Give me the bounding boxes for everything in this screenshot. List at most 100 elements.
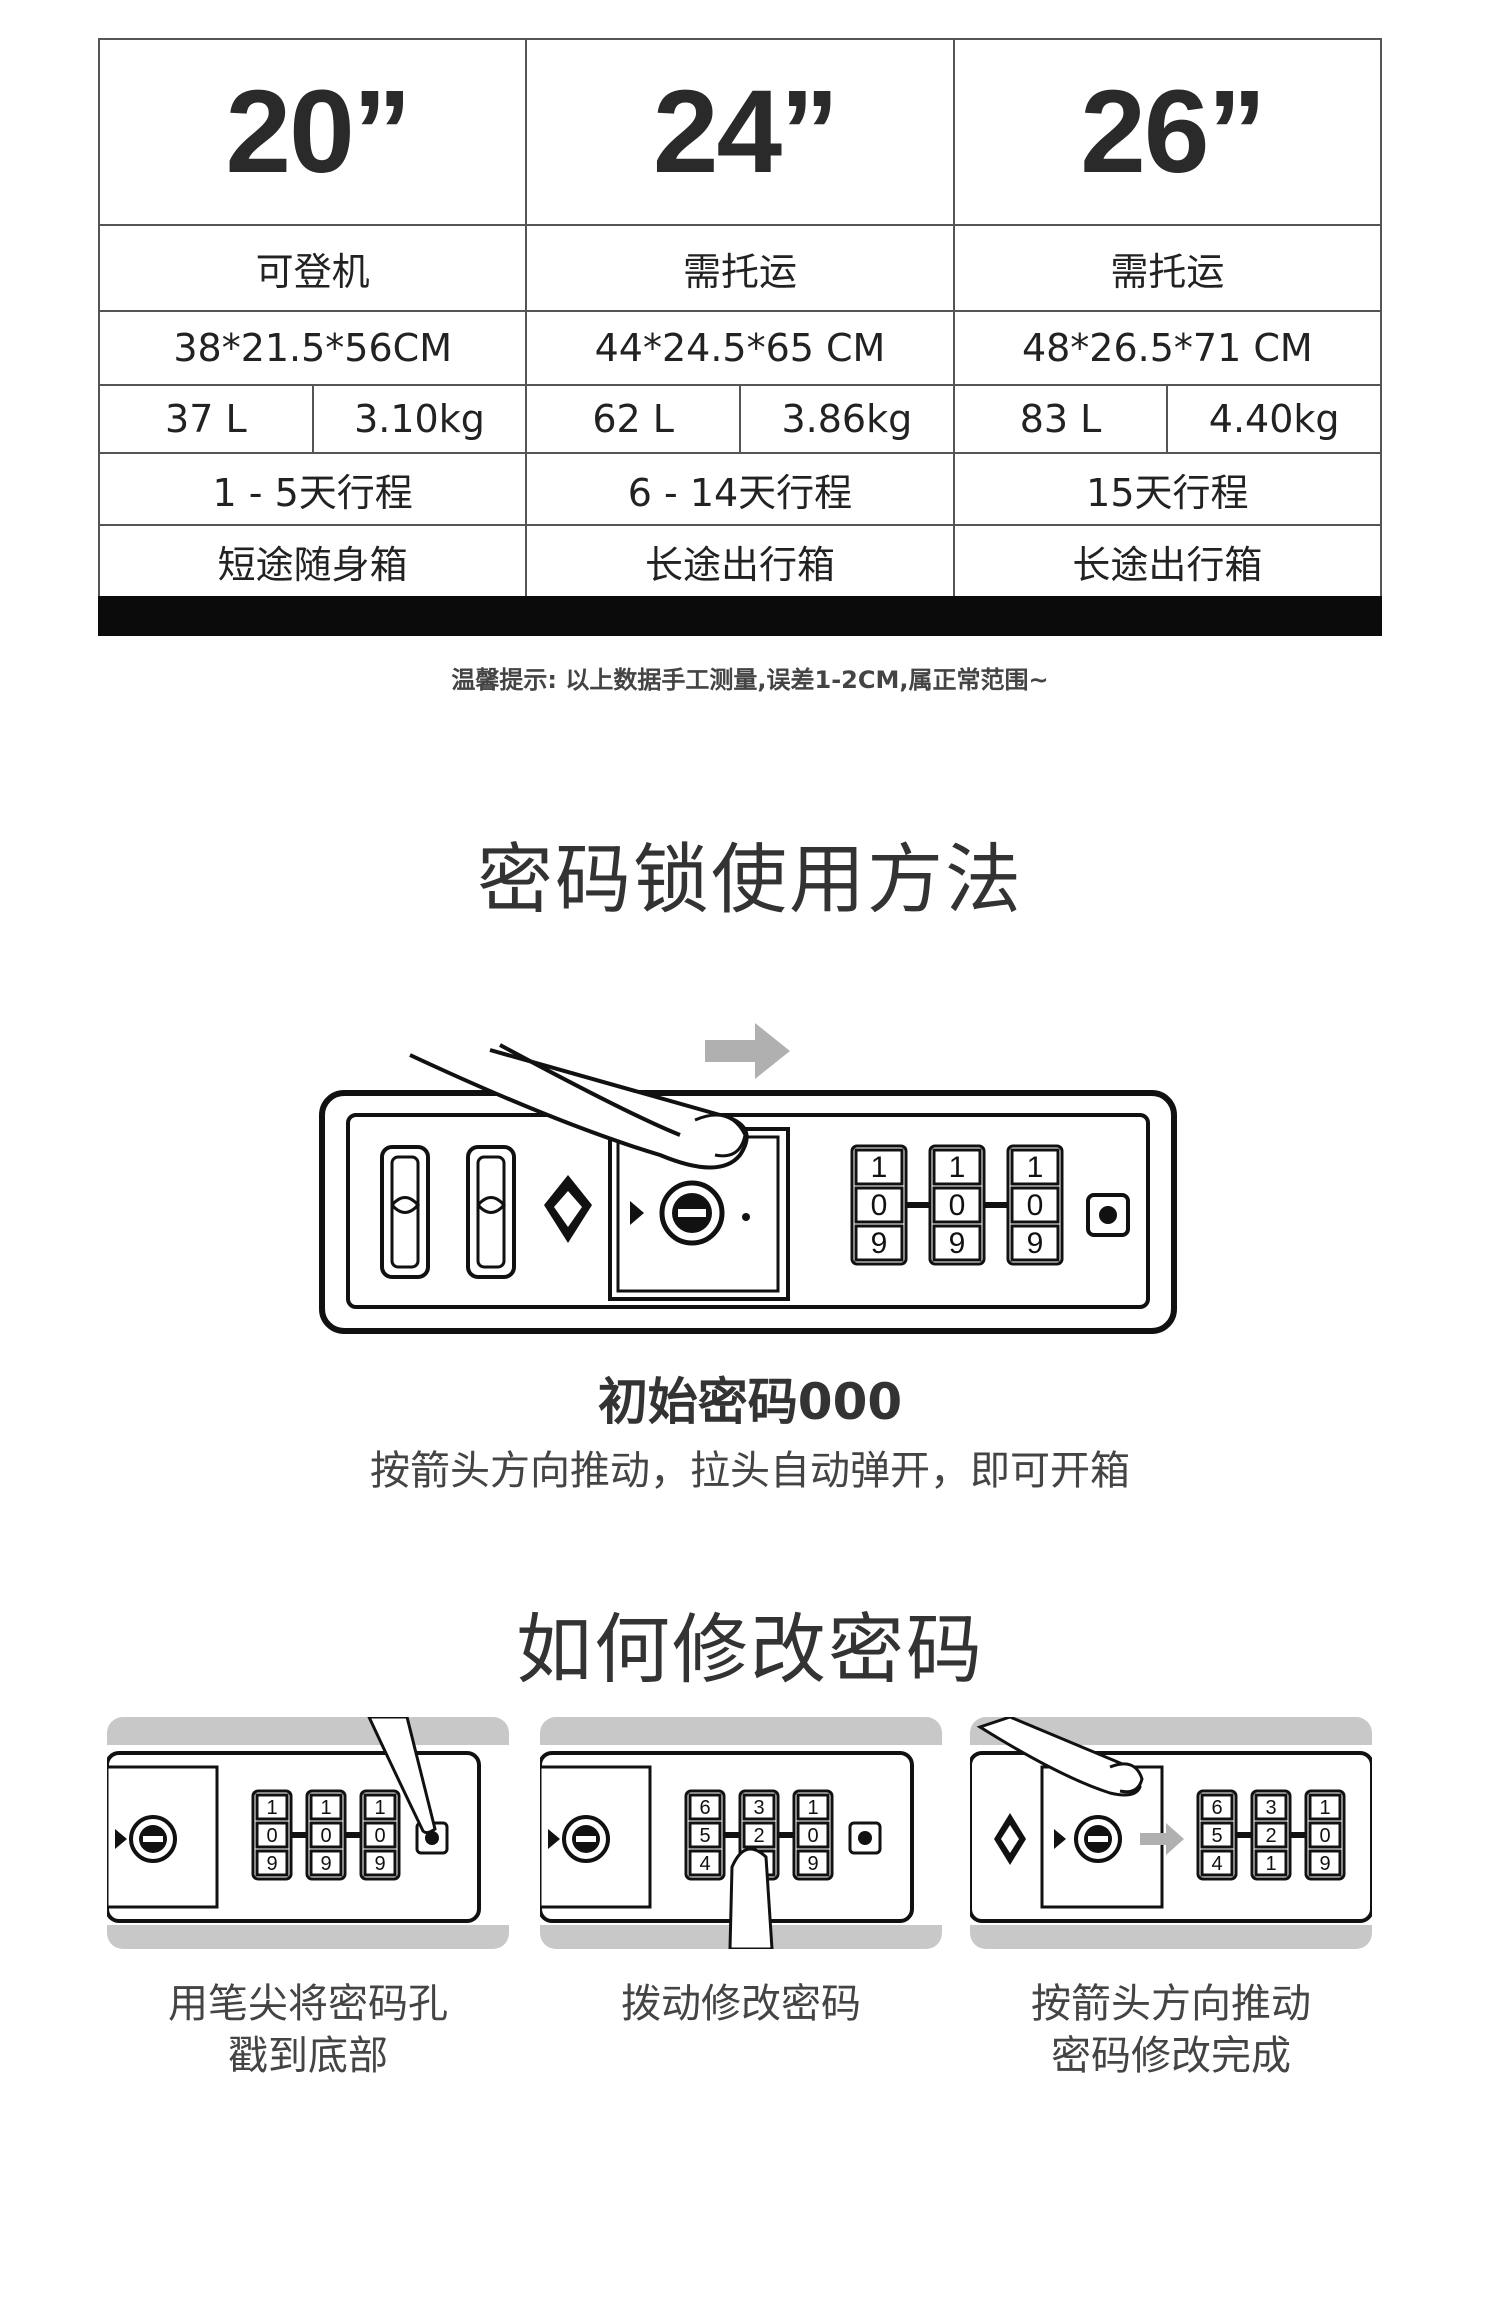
dial-link (345, 1832, 361, 1838)
trip-length-cell: 6 - 14天行程 (527, 454, 955, 524)
size-cell: 20” (100, 40, 528, 224)
volume-weight-group: 37 L 3.10kg (100, 386, 528, 452)
usage-cell: 需托运 (1110, 249, 1225, 294)
dial-digit: 6 (1211, 1797, 1222, 1819)
dial-digit-box (1200, 1821, 1234, 1849)
push-arrow-icon (705, 1023, 790, 1079)
dial-digit-box (932, 1148, 982, 1186)
dial-digit-box (854, 1186, 904, 1224)
dial-digit-box (1010, 1186, 1060, 1224)
thumb-icon (728, 1847, 774, 1949)
dial-digit-box (688, 1849, 722, 1877)
dial-digit: 3 (1265, 1797, 1276, 1819)
dial-digit: 1 (374, 1797, 385, 1819)
dial-digit: 1 (807, 1797, 818, 1819)
dial-digit: 9 (949, 1227, 966, 1260)
push-arrow-icon (1140, 1823, 1184, 1855)
dial-digit: 9 (1319, 1853, 1330, 1875)
dial-digit: 6 (699, 1797, 710, 1819)
finger-icon (409, 1043, 749, 1170)
size-cell: 24” (527, 40, 955, 224)
finger-icon (976, 1717, 1144, 1797)
volume-cell: 37 L (100, 386, 314, 452)
dial-digit: 0 (807, 1825, 818, 1847)
change-code-heading: 如何修改密码 (516, 1605, 984, 1694)
dial-digit: 1 (949, 1151, 966, 1184)
dial-digit: 9 (374, 1853, 385, 1875)
open-instruction: 按箭头方向推动，拉头自动弹开，即可开箱 (370, 1448, 1130, 1494)
case-type-cell: 长途出行箱 (1072, 542, 1263, 587)
dial-digit-box (796, 1849, 830, 1877)
dial-digit: 9 (320, 1853, 331, 1875)
dial-digit-box (309, 1793, 343, 1821)
dimensions-cell: 38*21.5*56CM (100, 312, 528, 384)
dial-digit-box (255, 1849, 289, 1877)
keyhole-icon (562, 1815, 610, 1863)
dial-digit: 1 (871, 1151, 888, 1184)
dial-digit: 0 (374, 1825, 385, 1847)
weight-cell: 4.40kg (1208, 397, 1340, 441)
brand-diamond-icon (994, 1813, 1026, 1865)
size-row: 20” 24” 26” (100, 40, 1380, 226)
dial-digit: 0 (871, 1189, 888, 1222)
dial-digit-box (796, 1821, 830, 1849)
dial-digit-box (309, 1849, 343, 1877)
dial-digit-box (1254, 1821, 1288, 1849)
volume-cell: 83 L (955, 386, 1169, 452)
initial-code-title: 初始密码000 (597, 1373, 903, 1431)
dial-digit-box (363, 1849, 397, 1877)
reset-hole-icon (1086, 1193, 1130, 1237)
size-comparison-table: 20” 24” 26” 可登机 需托运 需托运 38*21.5*56CM 44*… (98, 38, 1382, 634)
step-1-caption-line: 戳到底部 (228, 2033, 388, 2079)
case-type-row: 短途随身箱 长途出行箱 长途出行箱 (100, 526, 1380, 596)
dial-digit-box (796, 1793, 830, 1821)
volume-weight-group: 62 L 3.86kg (527, 386, 955, 452)
table-footer-bar (98, 596, 1382, 636)
step-1-caption: 用笔尖将密码孔 戳到底部 (107, 1978, 509, 2082)
latch-icon (466, 1145, 516, 1279)
usage-cell: 可登机 (100, 226, 528, 310)
dial-digit: 1 (1027, 1151, 1044, 1184)
dial-link (724, 1832, 740, 1838)
step-3-caption-line: 密码修改完成 (1051, 2033, 1291, 2079)
dial-digit-box (932, 1186, 982, 1224)
dial-digit-box (1200, 1793, 1234, 1821)
case-type-cell: 长途出行箱 (527, 526, 955, 596)
dial-digit: 0 (1027, 1189, 1044, 1222)
dial-digit-box (1010, 1224, 1060, 1262)
dial-digit-box (1254, 1849, 1288, 1877)
dial-digit: 2 (1265, 1825, 1276, 1847)
case-type-cell: 短途随身箱 (100, 526, 528, 596)
dial-digit-box (854, 1148, 904, 1186)
dial-digit-box (1308, 1849, 1342, 1877)
keyhole-icon (659, 1180, 725, 1246)
dimensions-cell: 48*26.5*71 CM (1021, 326, 1313, 370)
volume-weight-row: 37 L 3.10kg 62 L 3.86kg 83 L 4.40kg (100, 386, 1380, 454)
dial-digit: 1 (320, 1797, 331, 1819)
trip-length-row: 1 - 5天行程 6 - 14天行程 15天行程 (100, 454, 1380, 526)
dial-digit: 2 (753, 1825, 764, 1847)
dial-digit: 5 (699, 1825, 710, 1847)
volume-weight-group: 83 L 4.40kg (955, 386, 1380, 452)
dial-digit-box (255, 1793, 289, 1821)
dial-digit: 0 (320, 1825, 331, 1847)
dial-digit: 9 (807, 1853, 818, 1875)
brand-diamond-icon (544, 1175, 592, 1243)
dial-digit-box (1308, 1821, 1342, 1849)
dial-digit: 4 (1211, 1853, 1222, 1875)
size-cell: 26” (1080, 66, 1266, 198)
dimensions-row: 38*21.5*56CM 44*24.5*65 CM 48*26.5*71 CM (100, 312, 1380, 386)
usage-row: 可登机 需托运 需托运 (100, 226, 1380, 312)
dial-digit-box (854, 1224, 904, 1262)
dial-digit: 3 (753, 1797, 764, 1819)
dial-digit-box (255, 1821, 289, 1849)
dimensions-cell: 44*24.5*65 CM (527, 312, 955, 384)
dial-link (1236, 1832, 1252, 1838)
dial-digit-box (688, 1821, 722, 1849)
dial-digit: 0 (1319, 1825, 1330, 1847)
